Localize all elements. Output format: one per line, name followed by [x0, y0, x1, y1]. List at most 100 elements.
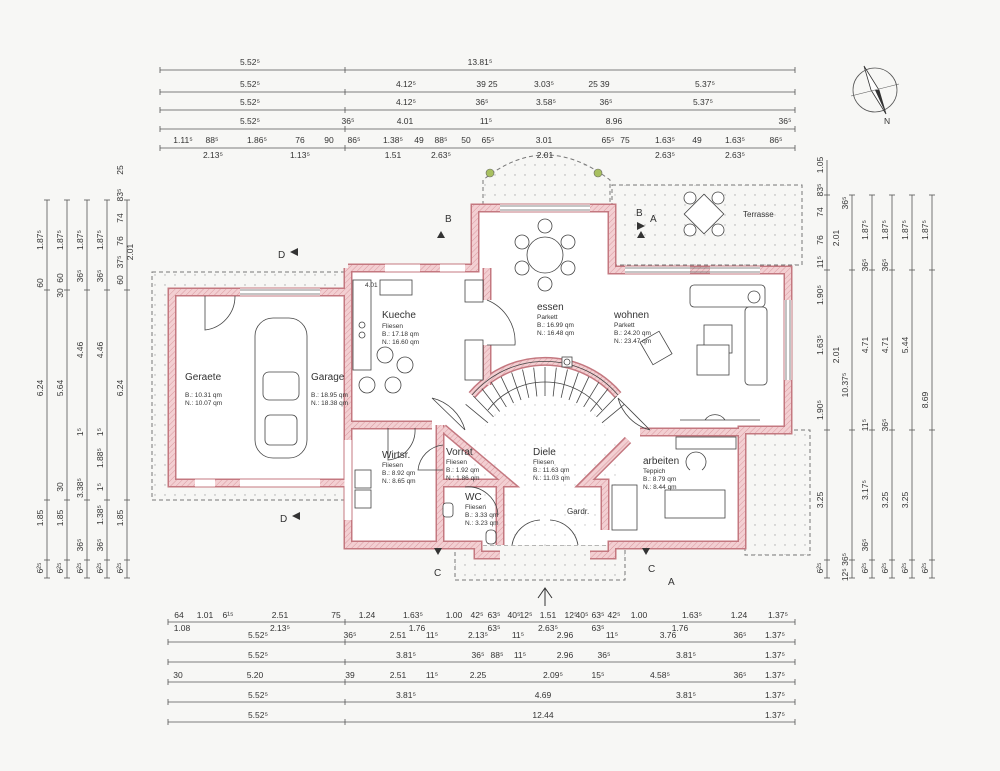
dimension-label: 3.81⁵ [396, 690, 416, 700]
dimension-label: 1.51 [385, 150, 402, 160]
room-name: Vorrat [446, 447, 473, 458]
dimension-label: 1.87⁵ [880, 220, 890, 240]
dimension-label: 11⁵ [606, 630, 618, 640]
dimension-label: 1.90⁵ [815, 285, 825, 305]
dimension-label: 6²⁵ [920, 562, 930, 573]
room-area-n: N.: 16.48 qm [537, 330, 574, 337]
dimension-label: 4.01 [397, 116, 414, 126]
stair-step [583, 381, 600, 408]
room-floor: Fliesen [446, 459, 467, 466]
dimension-label: 6²⁵ [35, 562, 45, 573]
dimension-label: 2.96 [557, 630, 574, 640]
dimension-label: 5.52⁵ [240, 79, 260, 89]
room-area-b: B.: 16.99 qm [537, 322, 574, 329]
armchair-icon [639, 330, 673, 366]
dimension-label: 2.13⁵ [468, 630, 488, 640]
door-swing[interactable] [431, 397, 651, 431]
room-area-b: B.: 8.92 qm [382, 470, 415, 477]
dimension-label: 8.69 [920, 391, 930, 408]
section-d-label: D [280, 514, 287, 525]
dimension-label: 13.81⁵ [468, 57, 493, 67]
room-area-b: B.: 18.95 qm [311, 392, 348, 399]
dimension-label: 2.51 [390, 630, 407, 640]
dimension-label: 36⁵ [734, 670, 747, 680]
dimension-label: 36⁵ [472, 650, 485, 660]
section-arrow-icon [642, 548, 650, 555]
dimension-label: 4.46 [95, 341, 105, 358]
dimension-label: 36⁵ [75, 270, 85, 283]
dimension-label: 4.46 [75, 341, 85, 358]
door-swing[interactable] [204, 295, 236, 331]
dimension-label: 1.51 [540, 610, 557, 620]
door-swing[interactable] [486, 299, 516, 346]
dimension-label: 3.81⁵ [396, 650, 416, 660]
dimension-label: 39 25 [476, 79, 498, 89]
dimension-label: 2.63⁵ [655, 150, 675, 160]
room-area-n: N.: 8.65 qm [382, 478, 416, 485]
room-floor: Fliesen [533, 459, 554, 466]
dimension-label: 60 [55, 273, 65, 283]
dimension-label: 6.24 [115, 379, 125, 396]
dimension-label: 36⁵ [600, 97, 613, 107]
sink-icon [442, 502, 454, 518]
door-swing[interactable] [387, 427, 444, 471]
dimension-label: 6²⁵ [860, 562, 870, 573]
room-name: essen [537, 302, 564, 313]
room-name: arbeiten [643, 456, 679, 467]
dimension-label: 11⁵ [480, 116, 492, 126]
dimension-label: 2.01 [537, 150, 554, 160]
door-swing[interactable] [464, 486, 499, 516]
dimension-label: 88⁵ [206, 135, 219, 145]
room-floor: Teppich [643, 468, 666, 475]
dimension-label: 2.25 [470, 670, 487, 680]
room-area-b: B.: 3.33 qm [465, 512, 498, 519]
dimension-label: 5.52⁵ [240, 97, 260, 107]
dimension-label: 1.63⁵ [815, 335, 825, 355]
dimension-label: 1⁵ [95, 428, 105, 436]
dimension-label: 1.87⁵ [920, 220, 930, 240]
section-arrow-icon [434, 548, 442, 555]
room-name: Diele [533, 447, 556, 458]
dimension-label: 88⁵ [435, 135, 448, 145]
dimension-label: 2.01 [831, 229, 841, 246]
dimension-label: 1.76 [672, 623, 689, 633]
tree-icon [593, 168, 603, 178]
dimension-label: 1.13⁵ [290, 150, 310, 160]
dimension-label: 1.87⁵ [35, 230, 45, 250]
section-c-label: C [434, 568, 441, 579]
stair-step [590, 388, 609, 412]
dimension-label: 6²⁵ [815, 562, 825, 573]
dimension-label: 1.85 [115, 509, 125, 526]
room-area-n: N.: 11.03 qm [533, 475, 570, 482]
stair-step [490, 381, 507, 408]
dimension-label: 1.63⁵ [403, 610, 423, 620]
dimension-label: 76 [115, 236, 125, 246]
dimension-label: 36⁵ [95, 539, 105, 552]
dimension-label: 3.25 [815, 491, 825, 508]
section-a-label: A [650, 214, 657, 225]
dimension-label: 3.01 [536, 135, 553, 145]
dimension-label: 12.44 [532, 710, 554, 720]
dimension-label: 83⁵ [815, 184, 825, 197]
dimension-label: 60 [35, 278, 45, 288]
dimension-label: 65⁵ [482, 135, 495, 145]
room-area-b: B.: 1.92 qm [446, 467, 479, 474]
dimension-label: 1.88⁵ [95, 448, 105, 468]
dimension-label: 2.51 [272, 610, 289, 620]
doors [204, 295, 651, 546]
dimension-label: 36⁵ [860, 539, 870, 552]
staircase [465, 361, 625, 424]
room-floor: Fliesen [382, 462, 403, 469]
entrance-door[interactable] [511, 519, 579, 546]
dimension-label: 39 [345, 670, 355, 680]
dimension-label: 6²⁵ [880, 562, 890, 573]
car-icon [254, 317, 308, 459]
dimension-label: 12⁵ [565, 610, 578, 620]
dimension-label: 63⁵ [488, 610, 501, 620]
dimension-label: 2.09⁵ [543, 670, 563, 680]
dimension-label: 3.03⁵ [534, 79, 554, 89]
dimension-label: 2.63⁵ [538, 623, 558, 633]
dimension-label: 1.63⁵ [725, 135, 745, 145]
